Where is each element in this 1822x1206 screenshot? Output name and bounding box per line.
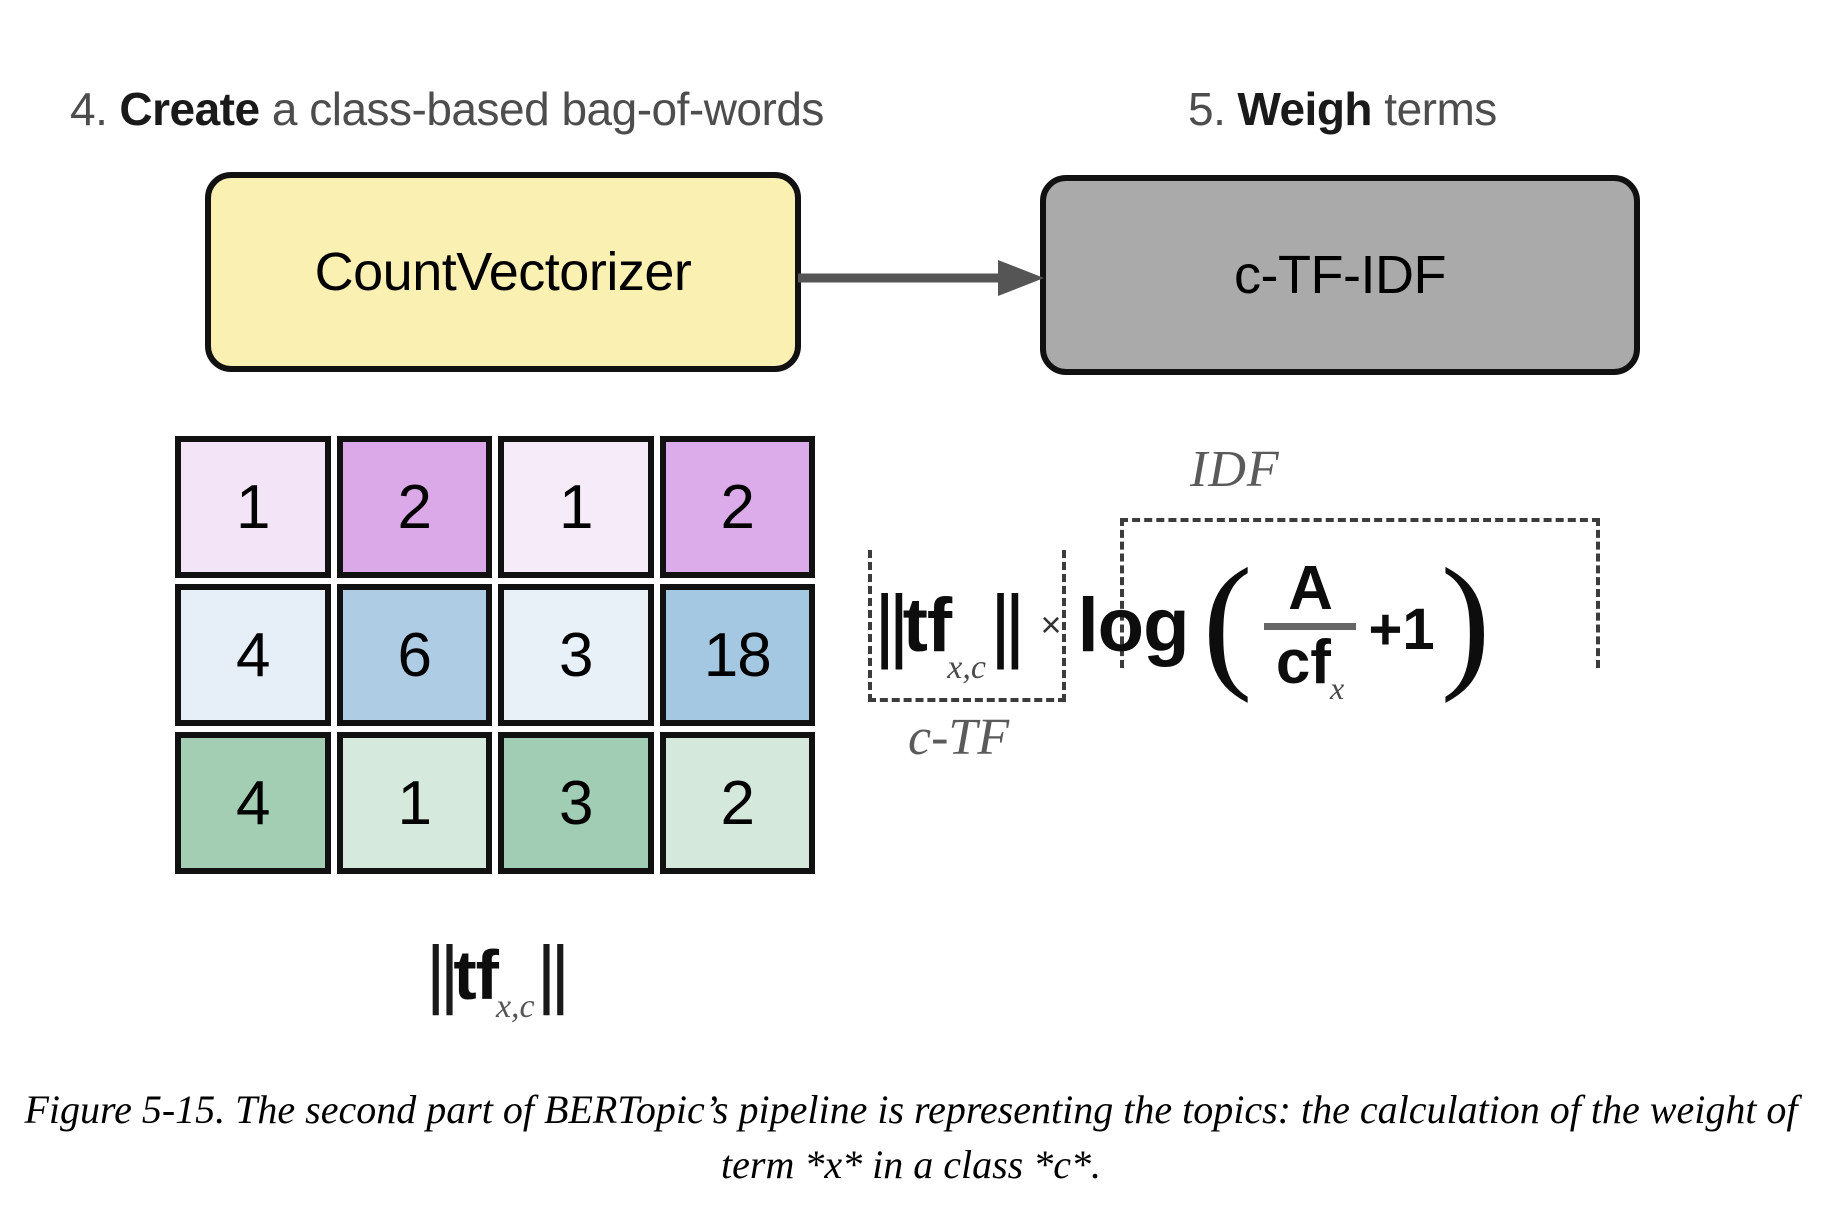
matrix-cell: 4 [175, 732, 331, 874]
ctfidf-formula: IDF c-TF || tf x,c || × log ( A cfx +1 ) [860, 430, 1740, 870]
ctfidf-label: c-TF-IDF [1234, 245, 1446, 305]
figure-caption: Figure 5-15. The second part of BERTopic… [24, 1087, 1798, 1188]
matrix-cell: 3 [498, 732, 654, 874]
formula-tf-symbol: tf [902, 582, 953, 668]
cell-value: 1 [236, 472, 270, 542]
matrix-cell: 1 [175, 436, 331, 578]
step-5-number: 5. [1188, 83, 1226, 135]
cell-value: 1 [397, 768, 432, 838]
tf-symbol: tf [453, 936, 499, 1014]
cell-value: 18 [703, 620, 772, 690]
formula-paren-close: ) [1440, 537, 1491, 704]
step-5-strong: Weigh [1237, 83, 1373, 135]
countvectorizer-label: CountVectorizer [314, 242, 692, 302]
count-matrix: 1 2 1 2 4 6 3 18 4 1 3 2 [175, 436, 815, 874]
idf-label: IDF [1190, 441, 1280, 498]
matrix-cell: 18 [659, 584, 815, 726]
cell-value: 4 [236, 620, 270, 690]
step-4-heading: 4.Create a class-based bag-of-words [70, 82, 824, 136]
cell-value: 6 [397, 620, 432, 690]
fraction-numerator: A [1288, 554, 1333, 624]
matrix-cell: 2 [336, 436, 492, 578]
matrix-cell: 2 [659, 732, 815, 874]
matrix-cell: 1 [336, 732, 492, 874]
formula-fraction: A cfx [1264, 554, 1357, 704]
denominator-subscript: x [1329, 669, 1345, 706]
fraction-bar [1264, 622, 1357, 630]
cell-value: 4 [236, 768, 270, 838]
ctf-dashed-box [868, 550, 1066, 702]
formula-plus-one: +1 [1368, 596, 1435, 662]
cell-value: 1 [559, 472, 593, 542]
matrix-cell: 1 [498, 436, 654, 578]
step-5-rest: terms [1372, 83, 1497, 135]
step-4-strong: Create [119, 83, 260, 135]
countvectorizer-box: CountVectorizer [205, 172, 801, 372]
step-5-heading: 5.Weigh terms [1188, 82, 1497, 136]
matrix-cell: 3 [498, 584, 654, 726]
matrix-cell: 6 [336, 584, 492, 726]
cell-value: 2 [720, 768, 755, 838]
formula-log: log [1077, 582, 1190, 668]
norm-open-bars: || [425, 931, 460, 1016]
cell-value: 2 [720, 472, 755, 542]
matrix-cell: 2 [659, 436, 815, 578]
ctf-label: c-TF [908, 709, 1010, 766]
formula-expression: || tf x,c || × log ( A cfx +1 ) [874, 537, 1491, 704]
formula-paren-open: ( [1202, 537, 1253, 704]
norm-close-bars: || [536, 931, 571, 1016]
idf-dashed-box [1120, 518, 1600, 668]
arrow-right-icon [798, 260, 1044, 296]
cell-value: 2 [397, 472, 432, 542]
formula-norm-open: || [874, 579, 910, 670]
formula-tf-subscript: x,c [947, 649, 986, 686]
fraction-denominator: cfx [1276, 631, 1345, 704]
matrix-norm-label: ||tfx,c|| [175, 930, 815, 1025]
ctfidf-box: c-TF-IDF [1040, 175, 1640, 375]
tf-subscript: x,c [495, 988, 535, 1026]
step-4-number: 4. [70, 83, 108, 135]
matrix-cell: 4 [175, 584, 331, 726]
cell-value: 3 [559, 768, 593, 838]
denominator-text: cf [1275, 627, 1331, 697]
multiply-icon: × [1040, 604, 1062, 645]
formula-norm-close: || [989, 579, 1026, 670]
step-4-rest: a class-based bag-of-words [259, 83, 825, 135]
cell-value: 3 [559, 620, 593, 690]
